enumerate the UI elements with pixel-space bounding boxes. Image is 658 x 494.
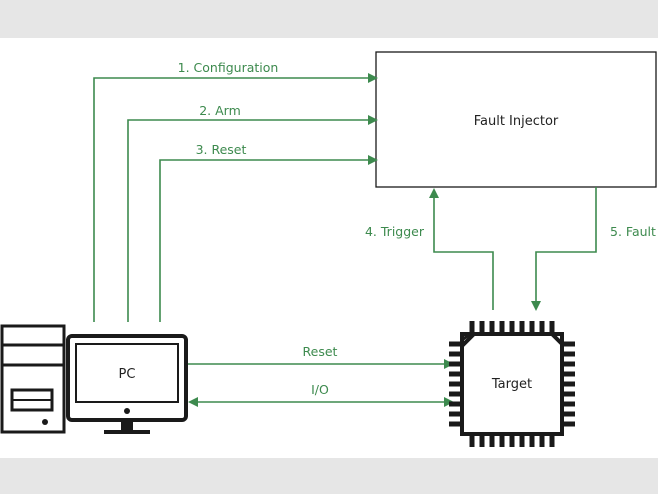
chip-pin bbox=[449, 401, 460, 407]
chip-pin bbox=[449, 411, 460, 417]
reset-fi-arrow bbox=[159, 155, 378, 322]
arm-arrow bbox=[127, 115, 378, 322]
fault-injector-node: Fault Injector bbox=[375, 51, 657, 188]
chip-pin bbox=[564, 341, 575, 347]
chip-pin bbox=[564, 381, 575, 387]
chip-pin bbox=[519, 321, 525, 332]
chip-pin bbox=[489, 436, 495, 447]
arm-label: 2. Arm bbox=[199, 103, 241, 118]
chip-pin bbox=[449, 371, 460, 377]
chip-pin bbox=[564, 391, 575, 397]
chip-pin bbox=[449, 341, 460, 347]
chip-pin bbox=[469, 436, 475, 447]
chip-pin bbox=[564, 421, 575, 427]
chip-pin bbox=[539, 436, 545, 447]
chip-pin bbox=[564, 401, 575, 407]
chip-pin bbox=[449, 421, 460, 427]
chip-pin bbox=[529, 321, 535, 332]
pc-label: PC bbox=[119, 367, 136, 382]
target-label: Target bbox=[491, 377, 532, 392]
chip-pin bbox=[499, 436, 505, 447]
chip-pin bbox=[449, 361, 460, 367]
fault-injector-label: Fault Injector bbox=[474, 114, 559, 129]
chip-pin bbox=[564, 361, 575, 367]
target-node: Target bbox=[460, 332, 564, 436]
fault-arrow bbox=[531, 187, 597, 311]
io-arrow-left-head bbox=[188, 397, 198, 407]
chip-pin bbox=[509, 321, 515, 332]
configuration-label: 1. Configuration bbox=[178, 60, 279, 75]
io-label: I/O bbox=[311, 382, 329, 397]
chip-pin bbox=[479, 321, 485, 332]
chip-pin bbox=[489, 321, 495, 332]
chip-pin bbox=[449, 351, 460, 357]
chip-pin bbox=[529, 436, 535, 447]
chip-pin bbox=[519, 436, 525, 447]
chip-pin bbox=[479, 436, 485, 447]
chip-pin bbox=[499, 321, 505, 332]
pc-tower-icon bbox=[0, 324, 66, 434]
chip-pin bbox=[549, 436, 555, 447]
chip-pin bbox=[549, 321, 555, 332]
target-chip-pins bbox=[449, 321, 575, 447]
trigger-label: 4. Trigger bbox=[365, 224, 425, 239]
chip-pin bbox=[564, 411, 575, 417]
chip-pin bbox=[564, 351, 575, 357]
trigger-arrow bbox=[429, 188, 494, 310]
chip-pin bbox=[449, 391, 460, 397]
chip-pin bbox=[509, 436, 515, 447]
chip-pin bbox=[469, 321, 475, 332]
reset-fi-label: 3. Reset bbox=[196, 142, 247, 157]
pc-node: PC bbox=[66, 334, 188, 434]
chip-pin bbox=[539, 321, 545, 332]
configuration-arrow bbox=[93, 73, 378, 322]
reset-target-label: Reset bbox=[303, 344, 338, 359]
fault-label: 5. Fault bbox=[610, 224, 656, 239]
chip-pin bbox=[449, 381, 460, 387]
chip-pin bbox=[564, 371, 575, 377]
